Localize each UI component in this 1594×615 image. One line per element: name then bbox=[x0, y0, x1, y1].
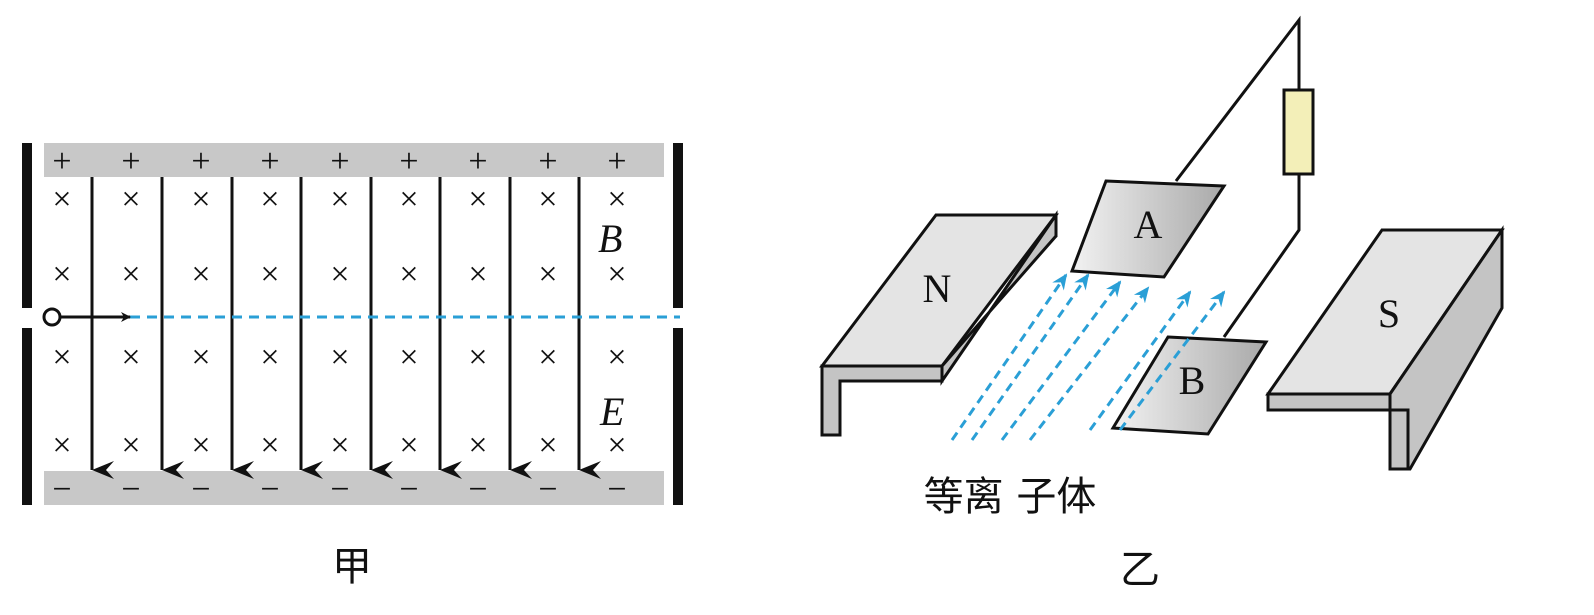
wire-bottom bbox=[1222, 174, 1301, 338]
plus-signs: + + + + + + + + + bbox=[52, 143, 626, 180]
plus-sign: + bbox=[191, 143, 210, 180]
bottom-plate bbox=[44, 471, 664, 505]
plus-sign: + bbox=[52, 143, 71, 180]
cross-mark: × bbox=[399, 339, 418, 376]
minus-sign: − bbox=[191, 471, 210, 508]
label-B-field: B bbox=[598, 216, 622, 261]
plasma-arrow bbox=[1028, 286, 1150, 441]
label-B-plate: B bbox=[1179, 358, 1206, 403]
cross-mark: × bbox=[121, 427, 140, 464]
plasma-arrow bbox=[950, 273, 1068, 441]
magnet-S: S bbox=[1265, 225, 1505, 471]
cross-mark: × bbox=[607, 181, 626, 218]
cross-mark: × bbox=[468, 181, 487, 218]
cross-mark: × bbox=[52, 339, 71, 376]
caption-a: 甲 bbox=[332, 544, 372, 590]
cross-mark: × bbox=[538, 256, 557, 293]
plus-sign: + bbox=[399, 143, 418, 180]
cross-mark: × bbox=[191, 427, 210, 464]
cross-mark: × bbox=[330, 339, 349, 376]
top-plate bbox=[44, 143, 664, 177]
label-A: A bbox=[1134, 202, 1163, 247]
cross-mark: × bbox=[330, 427, 349, 464]
cross-mark: × bbox=[399, 181, 418, 218]
caption-b: 乙 bbox=[1120, 547, 1160, 593]
cross-mark: × bbox=[260, 256, 279, 293]
plus-sign: + bbox=[121, 143, 140, 180]
cross-mark: × bbox=[538, 181, 557, 218]
plasma-arrow bbox=[1088, 290, 1192, 431]
electrode-B: B bbox=[1110, 335, 1269, 436]
minus-signs: −−−−−−−−− bbox=[52, 471, 626, 508]
electrode-A: A bbox=[1069, 179, 1227, 279]
plus-sign: + bbox=[607, 143, 626, 180]
minus-sign: − bbox=[52, 471, 71, 508]
cross-mark: × bbox=[52, 427, 71, 464]
cross-mark: × bbox=[468, 427, 487, 464]
cross-mark: × bbox=[399, 427, 418, 464]
cross-mark: × bbox=[52, 256, 71, 293]
label-plasma: 等离 子体 bbox=[924, 474, 1097, 520]
minus-sign: − bbox=[468, 471, 487, 508]
figure-a-velocity-selector: +++++++++ −−−−−−−−− ××××××××××××××××××××… bbox=[22, 143, 683, 590]
minus-sign: − bbox=[399, 471, 418, 508]
label-N: N bbox=[923, 266, 952, 311]
cross-mark: × bbox=[538, 339, 557, 376]
cross-mark: × bbox=[330, 256, 349, 293]
cross-mark: × bbox=[191, 339, 210, 376]
plus-sign: + bbox=[538, 143, 557, 180]
electric-field-lines bbox=[90, 177, 601, 479]
plasma-flow-arrows bbox=[950, 273, 1226, 441]
cross-mark: × bbox=[468, 256, 487, 293]
label-E-field: E bbox=[599, 389, 624, 434]
minus-sign: − bbox=[607, 471, 626, 508]
left-bar-upper bbox=[22, 143, 32, 308]
label-S: S bbox=[1378, 291, 1400, 336]
cross-mark: × bbox=[121, 181, 140, 218]
cross-mark: × bbox=[607, 339, 626, 376]
particle-source bbox=[42, 307, 62, 327]
right-bar-upper bbox=[673, 143, 683, 308]
minus-sign: − bbox=[260, 471, 279, 508]
magnetic-field-crosses: × × × × × × × × × × × × × × × × × × × × × × × × × × × × × × × × × × × × bbox=[52, 181, 626, 464]
figure-b-mhd-generator: N A B S 等离 子体 乙 bbox=[818, 15, 1505, 593]
plasma-arrow bbox=[1000, 280, 1122, 441]
wire-top bbox=[1174, 15, 1301, 182]
cross-mark: × bbox=[191, 181, 210, 218]
plus-sign: + bbox=[468, 143, 487, 180]
cross-mark: × bbox=[330, 181, 349, 218]
cross-mark: × bbox=[260, 427, 279, 464]
cross-mark: × bbox=[607, 256, 626, 293]
cross-mark: × bbox=[468, 339, 487, 376]
magnet-N: N bbox=[818, 210, 1060, 437]
cross-mark: × bbox=[538, 427, 557, 464]
resistor bbox=[1282, 88, 1315, 176]
plasma-arrow bbox=[970, 273, 1090, 441]
minus-sign: − bbox=[330, 471, 349, 508]
cross-mark: × bbox=[260, 339, 279, 376]
cross-mark: × bbox=[121, 339, 140, 376]
cross-mark: × bbox=[260, 181, 279, 218]
plus-sign: + bbox=[260, 143, 279, 180]
cross-mark: × bbox=[399, 256, 418, 293]
plus-sign: + bbox=[330, 143, 349, 180]
minus-sign: − bbox=[121, 471, 140, 508]
left-bar-lower bbox=[22, 328, 32, 505]
right-bar-lower bbox=[673, 328, 683, 505]
cross-mark: × bbox=[607, 427, 626, 464]
cross-mark: × bbox=[191, 256, 210, 293]
cross-mark: × bbox=[52, 181, 71, 218]
minus-sign: − bbox=[538, 471, 557, 508]
cross-mark: × bbox=[121, 256, 140, 293]
